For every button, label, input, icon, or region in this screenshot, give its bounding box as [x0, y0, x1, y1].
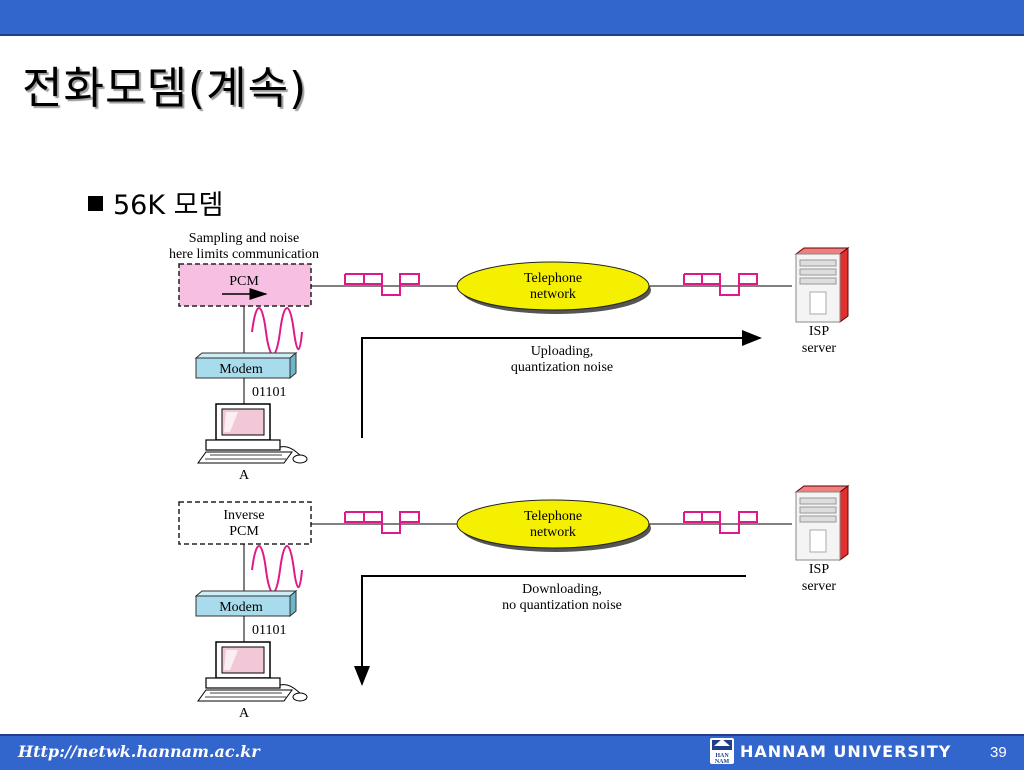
computer-label: A — [239, 706, 250, 721]
isp-server-icon — [794, 247, 850, 323]
university-name: HANNAM UNIVERSITY — [740, 742, 952, 761]
network-label-line1: Telephone — [524, 271, 582, 286]
upload-direction-line1: Uploading, — [531, 344, 594, 359]
telephone-network-download — [456, 499, 650, 549]
modem-download — [195, 595, 291, 617]
computer-label: A — [239, 468, 250, 483]
footer-url[interactable]: Http://netwk.hannam.ac.kr — [18, 742, 260, 761]
server-label-line2: server — [802, 341, 837, 356]
isp-server-icon — [794, 485, 850, 561]
server-label-line1: ISP — [809, 324, 829, 339]
digital-signal-left-download — [344, 511, 420, 534]
modem-label: Modem — [219, 362, 263, 377]
bits-label: 01101 — [252, 385, 286, 400]
computer-icon — [197, 403, 308, 464]
university-logo-icon: HAN NAM — [710, 738, 734, 765]
modem-label: Modem — [219, 600, 263, 615]
svg-text:NAM: NAM — [715, 759, 730, 764]
server-label-line2: server — [802, 579, 837, 594]
inverse-pcm-line2: PCM — [229, 524, 259, 539]
bullet-text: 56K 모뎀 — [113, 190, 224, 221]
network-label-line2: network — [530, 525, 576, 540]
upload-direction-line2: quantization noise — [511, 360, 613, 375]
download-section: Inverse PCM Telephone network Modem 0110… — [178, 485, 850, 721]
top-bar — [0, 0, 1024, 36]
pcm-box — [178, 263, 312, 307]
upload-caption-line1: Sampling and noise — [189, 231, 299, 246]
analog-signal-download — [251, 545, 303, 594]
inverse-pcm-box — [178, 501, 312, 545]
university-logo-graphic: HAN NAM — [712, 739, 732, 765]
download-direction-line1: Downloading, — [522, 582, 602, 597]
svg-text:HAN: HAN — [715, 753, 729, 759]
download-direction-line2: no quantization noise — [502, 598, 622, 613]
page-number: 39 — [990, 744, 1007, 761]
bullet-square-icon — [88, 196, 103, 211]
digital-signal-right-upload — [683, 273, 758, 296]
network-label-line2: network — [530, 287, 576, 302]
footer-bar — [0, 734, 1024, 770]
upload-section: Sampling and noise here limits communica… — [169, 231, 850, 483]
server-label-line1: ISP — [809, 562, 829, 577]
computer-icon — [197, 641, 308, 702]
digital-signal-left-upload — [344, 273, 420, 296]
digital-signal-right-download — [683, 511, 758, 534]
slide-title: 전화모뎀(계속) — [22, 63, 308, 114]
upload-direction-arrow — [361, 330, 762, 438]
bits-label: 01101 — [252, 623, 286, 638]
bullet-item: 56K 모뎀 — [88, 183, 223, 222]
inverse-pcm-line1: Inverse — [223, 508, 264, 523]
pcm-label: PCM — [229, 274, 259, 289]
modem-upload — [195, 357, 291, 379]
network-label-line1: Telephone — [524, 509, 582, 524]
analog-signal-upload — [251, 307, 303, 356]
upload-caption-line2: here limits communication — [169, 247, 319, 262]
telephone-network-upload — [456, 261, 650, 311]
download-direction-arrow — [354, 575, 746, 686]
